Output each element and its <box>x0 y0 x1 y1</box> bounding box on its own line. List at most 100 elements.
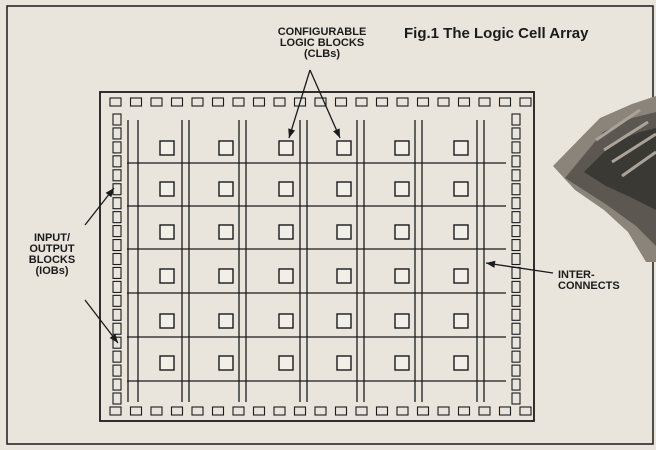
iob-top <box>274 98 285 106</box>
clb-block <box>160 141 174 155</box>
iob-right <box>512 198 520 209</box>
iob-right <box>512 267 520 278</box>
clb-block <box>395 314 409 328</box>
clb-block <box>395 225 409 239</box>
figure-frame <box>7 6 653 444</box>
clb-block <box>279 182 293 196</box>
iob-top <box>500 98 511 106</box>
iob-bottom <box>131 407 142 415</box>
iob-bottom <box>500 407 511 415</box>
clb-block <box>454 225 468 239</box>
iob-left <box>113 267 121 278</box>
clb-label-line-3: (CLBs) <box>262 49 382 60</box>
iob-top <box>418 98 429 106</box>
clb-block <box>395 356 409 370</box>
iob-bottom <box>438 407 449 415</box>
iob-bottom <box>336 407 347 415</box>
clb-arrow-right-head <box>333 128 340 138</box>
iob-right <box>512 309 520 320</box>
clb-block <box>279 356 293 370</box>
clb-block <box>160 225 174 239</box>
iob-bottom <box>397 407 408 415</box>
clb-block <box>454 314 468 328</box>
clb-block <box>160 314 174 328</box>
iob-right <box>512 212 520 223</box>
iob-top <box>233 98 244 106</box>
iob-bottom <box>315 407 326 415</box>
iob-right <box>512 365 520 376</box>
iob-left <box>113 393 121 404</box>
clb-block <box>219 314 233 328</box>
iob-left <box>113 198 121 209</box>
clb-block <box>395 269 409 283</box>
iob-bottom <box>233 407 244 415</box>
iob-bottom <box>520 407 531 415</box>
clb-block <box>454 141 468 155</box>
iob-left <box>113 240 121 251</box>
clb-block <box>337 356 351 370</box>
iob-right <box>512 379 520 390</box>
iob-right <box>512 393 520 404</box>
clb-block <box>395 182 409 196</box>
interconnect-arrow-head <box>486 261 495 268</box>
iob-right <box>512 226 520 237</box>
clb-block <box>454 269 468 283</box>
iob-top <box>356 98 367 106</box>
iob-bottom <box>192 407 203 415</box>
iob-right <box>512 323 520 334</box>
iob-top <box>397 98 408 106</box>
iob-left <box>113 379 121 390</box>
iob-top <box>213 98 224 106</box>
clb-block <box>219 269 233 283</box>
interconnect-label-line-2: CONNECTS <box>558 281 620 292</box>
iob-right <box>512 156 520 167</box>
clb-block <box>160 182 174 196</box>
iob-left <box>113 142 121 153</box>
iob-left <box>113 254 121 265</box>
iob-top <box>520 98 531 106</box>
iob-top <box>459 98 470 106</box>
interconnect-label: INTER- CONNECTS <box>558 270 620 292</box>
iob-label-line-4: (IOBs) <box>17 266 87 277</box>
iob-bottom <box>172 407 183 415</box>
iob-left <box>113 170 121 181</box>
clb-block <box>279 269 293 283</box>
iob-right <box>512 295 520 306</box>
iob-left <box>113 295 121 306</box>
iob-left <box>113 156 121 167</box>
iob-top <box>192 98 203 106</box>
iob-right <box>512 281 520 292</box>
iob-bottom <box>254 407 265 415</box>
iob-left <box>113 184 121 195</box>
iob-left <box>113 128 121 139</box>
clb-block <box>337 314 351 328</box>
iob-right <box>512 337 520 348</box>
clb-arrow-left-head <box>288 128 295 138</box>
iob-top <box>479 98 490 106</box>
iob-top <box>438 98 449 106</box>
clb-block <box>337 225 351 239</box>
iob-right <box>512 170 520 181</box>
clb-block <box>454 356 468 370</box>
clb-block <box>219 141 233 155</box>
clb-label: CONFIGURABLE LOGIC BLOCKS (CLBs) <box>262 27 382 60</box>
clb-block <box>160 269 174 283</box>
clb-block <box>219 225 233 239</box>
interconnect-grid <box>127 120 506 402</box>
iob-left <box>113 365 121 376</box>
iob-top <box>336 98 347 106</box>
iob-bottom <box>377 407 388 415</box>
clb-block <box>279 225 293 239</box>
iob-bottom <box>110 407 121 415</box>
iob-left <box>113 323 121 334</box>
clb-block <box>279 314 293 328</box>
iob-bottom <box>151 407 162 415</box>
iob-right <box>512 254 520 265</box>
iob-left <box>113 309 121 320</box>
clb-block <box>337 269 351 283</box>
clb-block <box>160 356 174 370</box>
chip-photo <box>553 96 656 262</box>
iob-top <box>377 98 388 106</box>
